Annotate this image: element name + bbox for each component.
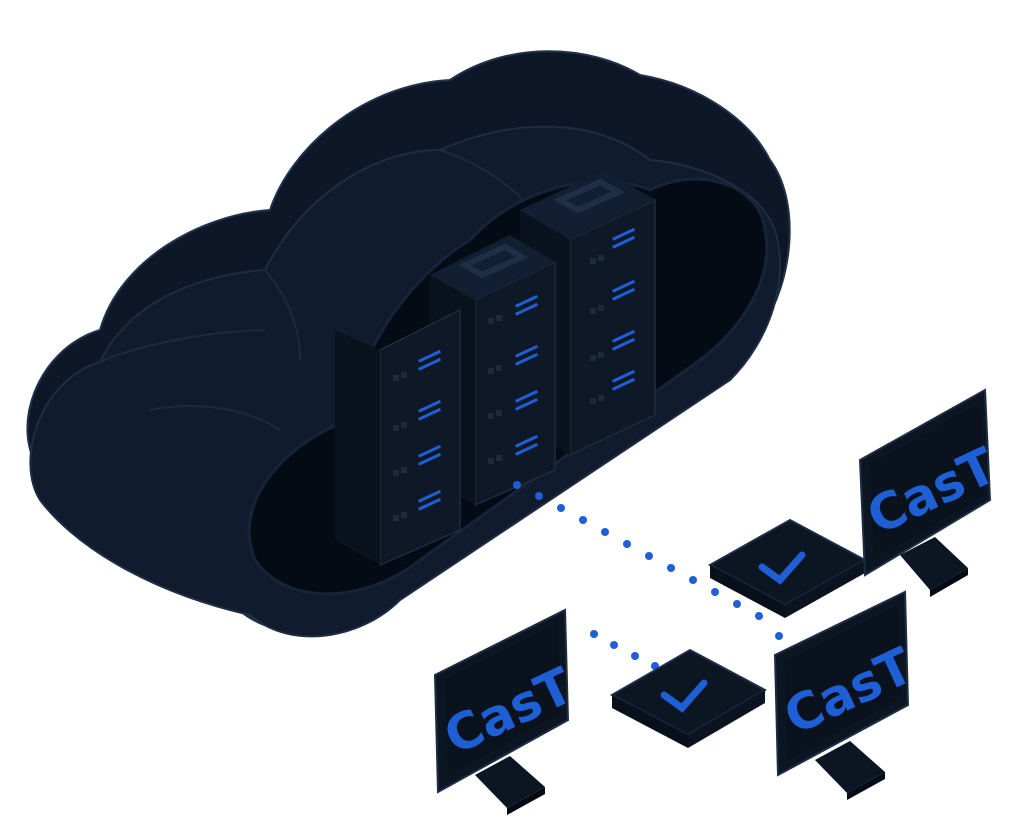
connection-dots: [513, 481, 783, 670]
monitor-bottom-left: CasT: [433, 608, 582, 815]
server-rack-icon: [335, 308, 461, 567]
monitor-top-right: CasT: [859, 388, 1005, 597]
cloud-icon: [26, 50, 791, 638]
checkmark-icon: [758, 551, 806, 585]
check-tile-upper: [707, 518, 868, 618]
monitor-bottom-right: CasT: [773, 590, 922, 800]
checkmark-icon: [660, 679, 708, 713]
check-tile-lower: [609, 648, 768, 748]
server-racks: [335, 170, 656, 567]
